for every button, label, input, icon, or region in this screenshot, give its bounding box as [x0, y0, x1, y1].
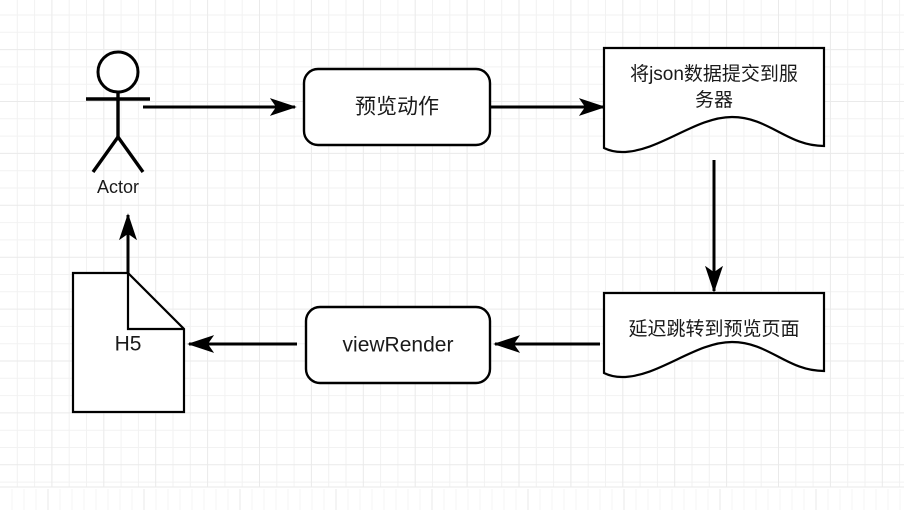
grid-lower-verticals: [11, 489, 901, 510]
delay-redirect-label: 延迟跳转到预览页面: [628, 318, 799, 340]
view-render-label: viewRender: [343, 334, 454, 357]
submit-json-document-shape[interactable]: [602, 46, 826, 154]
actor-left-leg-line: [91, 136, 120, 173]
node-view-render[interactable]: viewRender: [304, 305, 492, 385]
delay-redirect-document-shape[interactable]: [602, 291, 826, 379]
node-submit-json[interactable]: 将json数据提交到服 务器: [602, 46, 826, 154]
connectors-layer: [119, 98, 723, 353]
h5-page-fold-icon: [126, 273, 184, 331]
actor-label: Actor: [97, 177, 139, 197]
preview-action-label: 预览动作: [355, 96, 439, 119]
node-delay-redirect[interactable]: 延迟跳转到预览页面: [602, 291, 826, 379]
actor-head-icon: [96, 50, 140, 94]
node-h5-page[interactable]: H5: [71, 271, 186, 414]
h5-page-shape[interactable]: [71, 271, 186, 414]
view-render-box[interactable]: [304, 305, 492, 385]
actor-right-leg-line: [116, 136, 145, 173]
node-preview-action[interactable]: 预览动作: [302, 67, 492, 147]
preview-action-box[interactable]: [302, 67, 492, 147]
submit-json-label-line1: 将json数据提交到服: [630, 63, 798, 85]
grid-lower-band: [0, 486, 904, 510]
node-actor[interactable]: Actor: [86, 50, 150, 197]
submit-json-label-line2: 务器: [695, 89, 733, 111]
h5-page-label: H5: [115, 333, 142, 356]
